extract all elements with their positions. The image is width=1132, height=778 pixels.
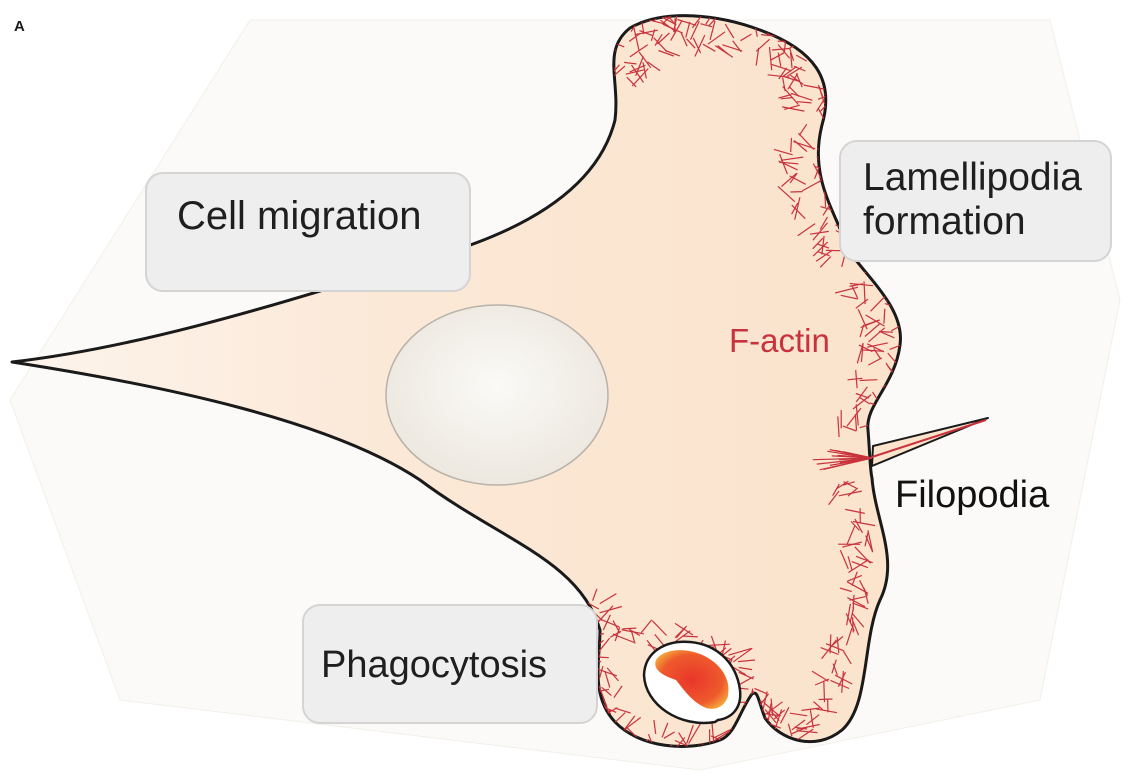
- f-actin-label: F-actin: [729, 322, 830, 360]
- actin-filament: [707, 0, 728, 10]
- actin-filament: [819, 699, 833, 700]
- actin-filament: [644, 0, 645, 15]
- actin-filament: [830, 634, 831, 653]
- actin-filament: [767, 16, 779, 19]
- lamellipodia-label-line2: formation: [863, 200, 1110, 244]
- actin-filament: [639, 0, 642, 12]
- phagocytosis-label: Phagocytosis: [321, 644, 596, 687]
- actin-filament: [824, 681, 825, 703]
- actin-filament: [860, 380, 878, 381]
- panel-label: A: [14, 18, 25, 35]
- actin-filament: [727, 0, 730, 14]
- cell-migration-callout: Cell migration: [145, 172, 471, 292]
- actin-filament: [728, 4, 740, 11]
- lamellipodia-callout: Lamellipodia formation: [839, 140, 1112, 262]
- actin-filament: [791, 138, 792, 152]
- actin-filament: [751, 5, 765, 19]
- phagocytosis-callout: Phagocytosis: [302, 604, 598, 724]
- cell-migration-label: Cell migration: [177, 194, 469, 239]
- filopodia-label: Filopodia: [895, 474, 1049, 517]
- actin-filament: [622, 628, 636, 629]
- actin-filament: [853, 617, 854, 632]
- actin-filament: [702, 0, 716, 5]
- lamellipodia-label-line1: Lamellipodia: [863, 156, 1110, 200]
- actin-filament: [727, 0, 732, 13]
- actin-filament: [733, 1, 750, 16]
- nucleus: [386, 305, 608, 485]
